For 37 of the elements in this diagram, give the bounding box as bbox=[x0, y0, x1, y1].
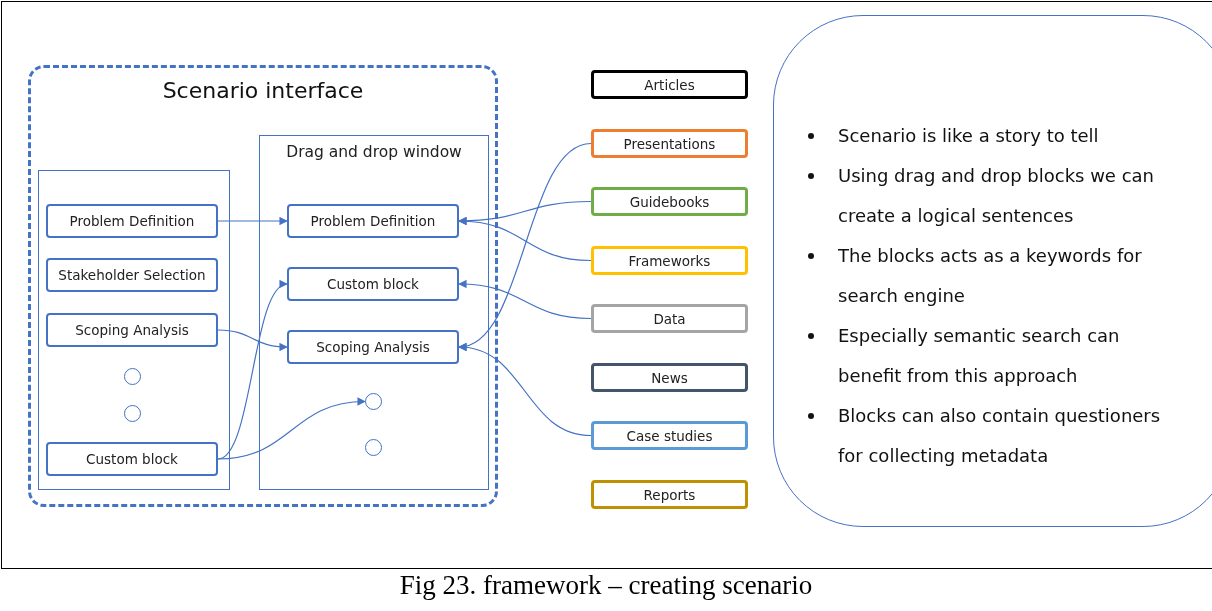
source-box: Reports bbox=[591, 480, 748, 509]
dashed-group-box bbox=[28, 65, 498, 507]
source-box: Frameworks bbox=[591, 246, 748, 275]
curved-arrow bbox=[217, 216, 288, 226]
curved-arrow bbox=[217, 329, 288, 351]
block-panel bbox=[38, 170, 230, 490]
source-box: Guidebooks bbox=[591, 187, 748, 216]
placeholder-circle bbox=[124, 405, 141, 422]
placeholder-circle bbox=[124, 368, 141, 385]
curved-arrow bbox=[458, 217, 592, 262]
source-box: Articles bbox=[591, 70, 748, 99]
group-title: Scenario interface bbox=[161, 78, 365, 103]
block-box: Custom block bbox=[46, 442, 218, 476]
figure-caption: Fig 23. framework – creating scenario bbox=[398, 570, 814, 601]
block-box: Problem Definition bbox=[46, 204, 218, 238]
placeholder-circle bbox=[365, 393, 382, 410]
bullet-text: The blocks acts as a keywords for search engine bbox=[838, 245, 1142, 306]
curved-arrow bbox=[217, 397, 366, 460]
block-box: Scoping Analysis bbox=[287, 330, 459, 364]
block-box: Custom block bbox=[287, 267, 459, 301]
bullet-text: Scenario is like a story to tell bbox=[838, 125, 1099, 146]
source-box: News bbox=[591, 363, 748, 392]
placeholder-circle bbox=[365, 439, 382, 456]
rounded-card bbox=[773, 15, 1212, 527]
window-panel bbox=[259, 135, 489, 490]
bullet-text: Especially semantic search can benefit from this approach bbox=[838, 325, 1120, 386]
source-box: Case studies bbox=[591, 421, 748, 450]
source-box: Presentations bbox=[591, 129, 748, 158]
bullet-text: Using drag and drop blocks we can create a logical sentences bbox=[838, 165, 1154, 226]
block-box: Scoping Analysis bbox=[46, 313, 218, 347]
panel-title: Drag and drop window bbox=[285, 143, 463, 161]
block-box: Stakeholder Selection bbox=[46, 258, 218, 292]
curved-arrow bbox=[458, 343, 592, 437]
curved-arrow bbox=[458, 280, 592, 320]
bullet-text: Blocks can also contain questioners for collecting metadata bbox=[838, 405, 1161, 466]
block-box: Problem Definition bbox=[287, 204, 459, 238]
source-box: Data bbox=[591, 304, 748, 333]
